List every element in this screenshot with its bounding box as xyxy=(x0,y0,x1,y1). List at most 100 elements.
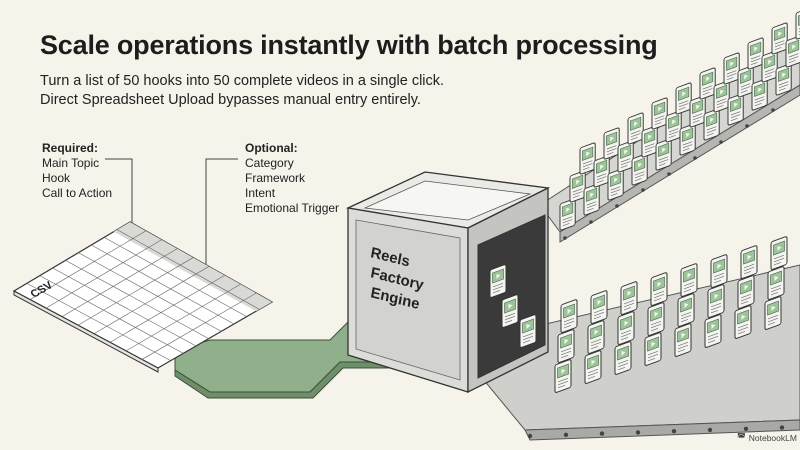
play-icon xyxy=(624,149,628,155)
upper-video-stack xyxy=(559,7,800,231)
badge-label: NotebookLM xyxy=(748,432,797,443)
video-card xyxy=(710,254,728,288)
video-card xyxy=(775,63,792,96)
lower-video-stack xyxy=(489,236,788,393)
play-icon xyxy=(730,61,734,67)
play-icon xyxy=(778,31,782,37)
play-icon xyxy=(651,342,656,348)
video-card xyxy=(489,264,507,298)
play-icon xyxy=(754,46,758,52)
play-icon xyxy=(744,285,749,291)
video-card xyxy=(761,50,778,83)
play-icon xyxy=(711,324,716,330)
video-card xyxy=(607,168,624,201)
play-icon xyxy=(747,255,752,261)
reels-factory-engine: Reels Factory Engine xyxy=(345,171,551,394)
video-card xyxy=(770,236,788,270)
video-card xyxy=(590,290,608,324)
play-icon xyxy=(624,321,629,327)
video-card xyxy=(740,245,758,279)
video-card xyxy=(569,170,586,203)
play-icon xyxy=(590,192,594,198)
required-item-hook: Hook xyxy=(42,171,71,185)
play-icon xyxy=(684,303,689,309)
optional-callout-line xyxy=(205,158,238,268)
optional-fields: Optional: Category Framework Intent Emot… xyxy=(245,141,339,216)
play-icon xyxy=(566,207,570,213)
notebooklm-icon: ◚ xyxy=(737,432,746,442)
play-icon xyxy=(496,274,501,280)
csv-spreadsheet: CSV xyxy=(12,221,274,373)
video-card xyxy=(751,78,768,111)
play-icon xyxy=(614,177,618,183)
video-card xyxy=(557,329,575,363)
video-card xyxy=(771,22,788,55)
video-card xyxy=(603,127,620,160)
video-card xyxy=(764,296,782,330)
play-icon xyxy=(682,91,686,97)
play-icon xyxy=(526,324,531,330)
page-title: Scale operations instantly with batch pr… xyxy=(40,30,658,60)
video-card xyxy=(519,314,537,348)
play-icon xyxy=(561,369,566,375)
play-icon xyxy=(672,119,676,125)
video-card xyxy=(614,341,632,375)
video-card xyxy=(689,95,706,128)
video-card xyxy=(679,123,696,156)
video-card xyxy=(737,275,755,309)
play-icon xyxy=(717,264,722,270)
video-card xyxy=(737,65,754,98)
video-card xyxy=(680,263,698,297)
play-icon xyxy=(576,179,580,185)
video-card xyxy=(617,140,634,173)
video-card xyxy=(707,284,725,318)
video-card xyxy=(501,294,519,328)
video-card xyxy=(747,37,764,70)
required-fields: Required: Main Topic Hook Call to Action xyxy=(42,141,112,201)
required-item-main-topic: Main Topic xyxy=(42,156,100,170)
video-card xyxy=(644,332,662,366)
video-card xyxy=(677,293,695,327)
play-icon xyxy=(686,132,690,138)
optional-item-emotional-trigger: Emotional Trigger xyxy=(245,201,340,215)
video-card xyxy=(617,311,635,345)
play-icon xyxy=(634,121,638,127)
notebooklm-badge: ◚ NotebookLM xyxy=(737,432,797,443)
video-card xyxy=(641,125,658,158)
video-card xyxy=(704,314,722,348)
optional-item-intent: Intent xyxy=(245,186,276,200)
play-icon xyxy=(638,162,642,168)
play-icon xyxy=(591,360,596,366)
play-icon xyxy=(508,304,513,310)
optional-heading: Optional: xyxy=(245,141,298,155)
subtitle: Turn a list of 50 hooks into 50 complete… xyxy=(40,72,444,110)
play-icon xyxy=(777,246,782,252)
video-card xyxy=(734,305,752,339)
play-icon xyxy=(654,312,659,318)
required-heading: Required: xyxy=(42,141,99,155)
play-icon xyxy=(658,106,662,112)
play-icon xyxy=(768,59,772,65)
required-item-call-to-action: Call to Action xyxy=(42,186,113,200)
play-icon xyxy=(720,89,724,95)
video-card xyxy=(620,281,638,315)
play-icon xyxy=(774,276,779,282)
play-icon xyxy=(662,147,666,153)
subtitle-line-1: Turn a list of 50 hooks into 50 complete… xyxy=(40,73,445,89)
play-icon xyxy=(771,306,776,312)
play-icon xyxy=(657,282,662,288)
video-card xyxy=(655,138,672,171)
video-card xyxy=(647,302,665,336)
video-card xyxy=(554,359,572,393)
video-card xyxy=(723,52,740,85)
video-card xyxy=(665,110,682,143)
play-icon xyxy=(600,164,604,170)
video-card xyxy=(674,323,692,357)
video-card xyxy=(560,299,578,333)
video-card xyxy=(651,97,668,130)
video-card xyxy=(650,272,668,306)
video-card xyxy=(631,153,648,186)
play-icon xyxy=(714,294,719,300)
video-card xyxy=(559,198,576,231)
play-icon xyxy=(597,300,602,306)
